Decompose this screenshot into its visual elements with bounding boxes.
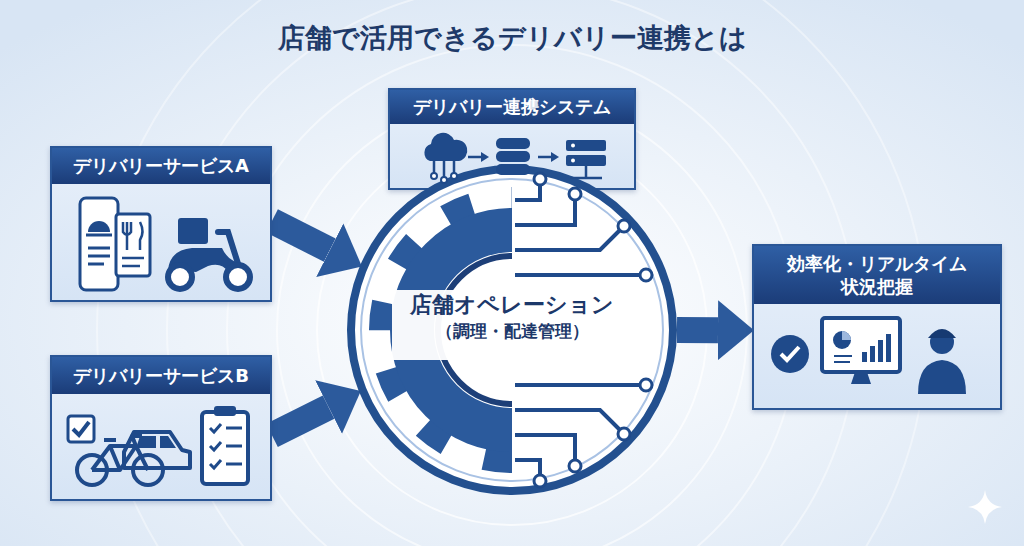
gear-rim	[412, 230, 512, 430]
background-ring	[227, 45, 797, 546]
monitor-icon	[822, 318, 900, 372]
checklist-mark	[210, 424, 221, 468]
person-cap	[928, 329, 956, 338]
circuit-node	[534, 475, 546, 487]
circle-ring	[351, 169, 673, 491]
wire-node	[441, 177, 447, 183]
bar-chart	[870, 346, 875, 362]
node-title: 店舗オペレーション	[410, 291, 614, 320]
node-subtitle: （調理・配達管理）	[436, 320, 589, 342]
monitor-stand	[851, 372, 871, 384]
circuit-node	[569, 188, 581, 200]
gear-hub	[438, 256, 512, 404]
wire-node	[451, 173, 457, 179]
car-icon	[124, 432, 190, 468]
small-arrow	[538, 156, 552, 159]
check-circle	[771, 335, 809, 373]
car-window	[136, 436, 176, 448]
gear-teeth	[382, 200, 512, 460]
server-unit	[566, 155, 606, 166]
server-light	[571, 159, 575, 163]
flow-arrow	[272, 407, 329, 435]
sparkle-mark	[968, 490, 1002, 524]
menu-lines	[122, 258, 144, 266]
bicycle-wheel	[77, 455, 107, 485]
menu-card	[116, 214, 150, 276]
scooter-wheel	[168, 265, 192, 289]
check-mark	[73, 422, 89, 435]
check-mark	[781, 347, 799, 360]
phone-icon	[80, 198, 118, 290]
service-box: 効率化・リアルタイム 状況把握	[752, 244, 1002, 410]
server-light	[571, 144, 575, 148]
person-body	[918, 360, 966, 394]
circuit-node	[640, 379, 652, 391]
bicycle-frame	[92, 436, 148, 470]
scooter-fork	[218, 232, 240, 270]
process-circle: 店舗オペレーション（調理・配達管理）	[347, 165, 677, 495]
flow-arrow	[677, 317, 718, 343]
screen-lines	[86, 235, 112, 264]
diagram-title: 店舗で活用できるデリバリー連携とは	[0, 20, 1024, 56]
cloud-wire	[434, 161, 454, 178]
circuit-trace	[515, 185, 640, 475]
pie-slice	[842, 331, 851, 340]
bicycle-wheel	[133, 455, 163, 485]
cutlery-icon	[123, 222, 143, 250]
server-wire	[570, 166, 602, 178]
checklist-line	[226, 428, 242, 464]
bar-chart	[878, 340, 883, 362]
circuit-node	[618, 428, 630, 440]
delivery-box	[178, 218, 208, 244]
check-box	[68, 416, 94, 442]
scooter-body	[168, 248, 250, 272]
clipboard-clip	[214, 406, 236, 416]
background-ring	[317, 135, 707, 525]
flow-arrow	[272, 221, 330, 250]
text-band	[392, 290, 632, 360]
circle-inner-ring	[361, 179, 663, 481]
bar-chart	[886, 334, 891, 362]
circuit-node	[534, 173, 546, 185]
box-header: デリバリーサービスB	[52, 357, 270, 394]
service-box: デリバリーサービスB	[50, 355, 272, 501]
cloud-icon	[424, 133, 467, 161]
scooter-wheel	[226, 265, 250, 289]
circuit-node	[640, 269, 652, 281]
wire-node	[431, 173, 437, 179]
monitor-lines	[834, 356, 852, 362]
server-unit	[566, 140, 606, 151]
bar-chart	[862, 352, 867, 362]
person-head	[930, 330, 954, 354]
box-header: 効率化・リアルタイム 状況把握	[754, 246, 1000, 304]
small-arrow	[468, 156, 482, 159]
text-stack: 店舗オペレーション（調理・配達管理）	[347, 291, 677, 342]
database-disc	[496, 138, 530, 149]
circuit-node	[618, 220, 630, 232]
database-disc	[496, 151, 530, 162]
pie-chart	[833, 331, 851, 349]
box-header: デリバリーサービスA	[52, 148, 270, 184]
gear-icon	[382, 200, 512, 460]
box-header: デリバリー連携システム	[390, 90, 634, 124]
database-disc	[496, 164, 530, 175]
cloche-icon	[88, 221, 110, 232]
small-arrow-head	[551, 152, 559, 162]
small-arrow-head	[481, 152, 489, 162]
clipboard-icon	[202, 412, 248, 484]
service-box: デリバリーサービスA	[50, 146, 272, 302]
circuit-node	[569, 460, 581, 472]
